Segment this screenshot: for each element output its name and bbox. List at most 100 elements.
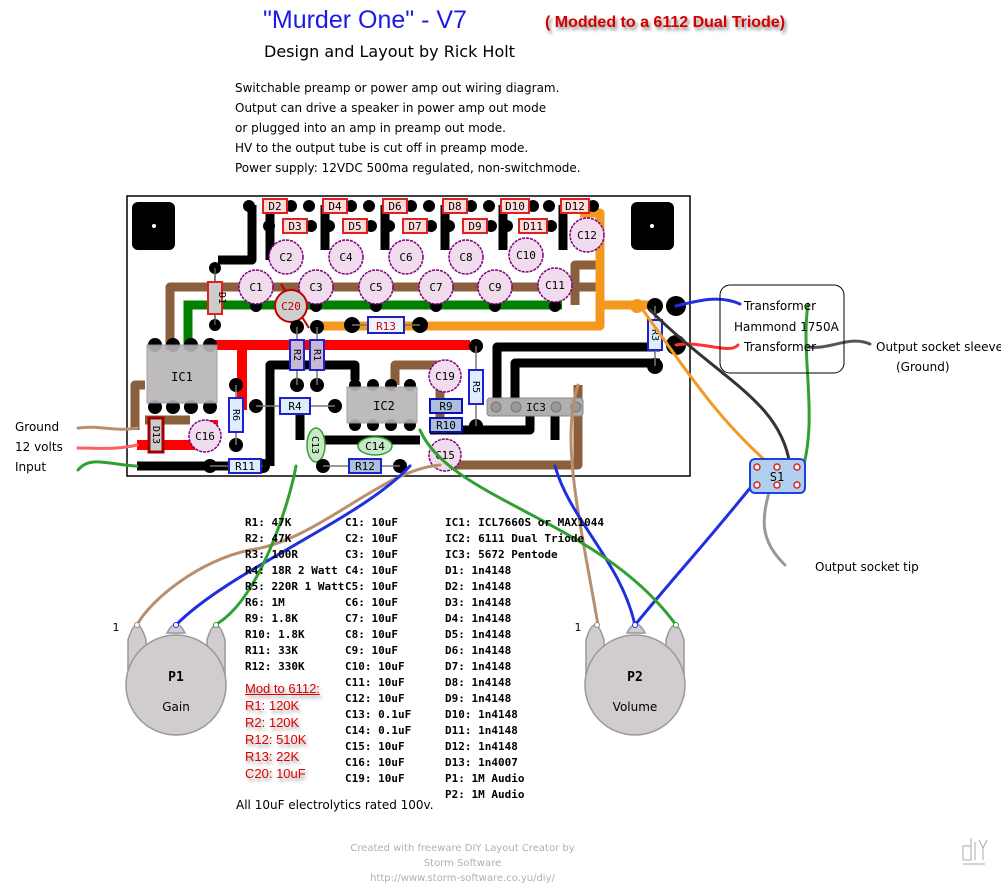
parts-resistors: R1: 47K R2: 47K R3: 100R R4: 18R 2 Watt … <box>245 515 344 675</box>
part-entry: IC3: 5672 Pentode <box>445 548 558 561</box>
part-entry: D6: 1n4148 <box>445 644 512 657</box>
part-entry: D3: 1n4148 <box>445 596 512 609</box>
transformer-box <box>719 284 845 374</box>
credit-url[interactable]: http://www.storm-software.co.yu/diy/ <box>370 873 555 884</box>
ic2: IC2 <box>346 379 418 431</box>
cap-label: C6 <box>399 251 412 264</box>
ic-label: IC2 <box>373 399 395 413</box>
part-entry: C7: 10uF <box>345 612 398 625</box>
resistor-label: R9 <box>439 400 452 413</box>
mod-entry: C20: 10uF <box>245 766 306 781</box>
cap-label: C1 <box>249 281 262 294</box>
credit-text: Created with freeware DIY Layout Creator… <box>350 843 575 869</box>
resistor-r6: R6 <box>228 378 244 452</box>
part-entry: R9: 1.8K <box>245 612 298 625</box>
part-entry: C6: 10uF <box>345 596 398 609</box>
resistors-r1-r2: R2 R1 <box>289 320 325 392</box>
diode-label: D2 <box>268 200 281 213</box>
part-entry: R4: 18R 2 Watt <box>245 564 338 577</box>
ic-label: IC1 <box>171 370 193 384</box>
transformer-primary-label: Transformer <box>744 299 817 313</box>
resistor-label: R4 <box>288 400 302 413</box>
resistor-r11: R11 <box>203 458 270 474</box>
part-entry: C9: 10uF <box>345 644 398 657</box>
cap-c14: C14 <box>357 436 393 456</box>
mod-note: ( Modded to a 6112 Dual Triode) <box>545 14 786 31</box>
part-entry: IC2: 6111 Dual Triode <box>445 532 585 545</box>
diode-label: D13 <box>150 426 161 444</box>
transformer-secondary-label: Transformer <box>744 340 817 354</box>
caps-upper: C2 C4 C6 C8 C10 C12 <box>268 217 605 275</box>
note-line: Power supply: 12VDC 500ma regulated, non… <box>235 161 581 175</box>
part-entry: C4: 10uF <box>345 564 398 577</box>
resistor-label: R3 <box>649 329 660 341</box>
note-line: Switchable preamp or power amp out wirin… <box>235 81 560 95</box>
cap-label: C4 <box>339 251 353 264</box>
diode-d13: D13 <box>147 416 165 454</box>
cap-label: C5 <box>369 281 382 294</box>
byline: Design and Layout by Rick Holt <box>264 42 515 61</box>
pot-p2[interactable]: P2 Volume 1 <box>575 621 686 736</box>
cap-label: C19 <box>435 370 455 383</box>
pot-function: Gain <box>162 700 190 714</box>
switch-s1[interactable]: S1 <box>749 458 806 494</box>
cap-label: C10 <box>516 249 536 262</box>
part-entry: D11: 1n4148 <box>445 724 518 737</box>
diode-label: D4 <box>328 200 342 213</box>
cap-label: C9 <box>488 281 501 294</box>
part-entry: R3: 100R <box>245 548 298 561</box>
pot-function: Volume <box>613 700 658 714</box>
electrolytic-note: All 10uF electrolytics rated 100v. <box>236 798 434 812</box>
part-entry: C10: 10uF <box>345 660 405 673</box>
diode-label: D12 <box>565 200 585 213</box>
cap-c16: C16 <box>188 419 222 453</box>
parts-capacitors: C1: 10uF C2: 10uF C3: 10uF C4: 10uF C5: … <box>345 515 411 787</box>
resistor-r12: R12 <box>316 458 407 474</box>
mod-entry: R13: 22K <box>245 749 300 764</box>
resistor-label: R6 <box>230 409 241 421</box>
part-entry: P2: 1M Audio <box>445 788 525 801</box>
footer-credit: Created with freeware DIY Layout Creator… <box>340 841 585 886</box>
pot-pin-number: 1 <box>575 621 582 634</box>
part-entry: D12: 1n4148 <box>445 740 518 753</box>
output-sleeve-label: Output socket sleeve <box>876 340 1001 354</box>
resistor-r13: R13 <box>344 316 428 334</box>
resistor-label: R12 <box>355 460 375 473</box>
part-entry: R6: 1M <box>245 596 285 609</box>
cap-label: C13 <box>309 436 320 454</box>
cap-c19: C19 <box>428 359 462 393</box>
diy-logo-icon <box>962 838 988 865</box>
mod-list: Mod to 6112: R1: 120K R2: 120K R12: 510K… <box>245 680 320 782</box>
mod-entry: R2: 120K <box>245 715 300 730</box>
pot-p1[interactable]: P1 Gain 1 <box>113 621 227 736</box>
part-entry: R12: 330K <box>245 660 305 673</box>
note-line: Output can drive a speaker in power amp … <box>235 101 547 115</box>
output-sleeve-ground: (Ground) <box>896 360 950 374</box>
part-entry: D9: 1n4148 <box>445 692 512 705</box>
resistor-label: R1 <box>311 349 322 361</box>
diode-label: D8 <box>448 200 461 213</box>
cap-c20: C20 <box>274 283 310 329</box>
ic-label: IC3 <box>526 401 546 414</box>
resistor-r5: R5 <box>468 339 484 433</box>
offboard-wires <box>76 297 872 627</box>
diode-label: D6 <box>388 200 401 213</box>
caps-lower: C1 C3 C5 C7 C9 C11 <box>238 267 573 312</box>
diode-label: D3 <box>288 220 301 233</box>
resistors-r9-r10: R9 R10 <box>429 398 463 433</box>
part-entry: R1: 47K <box>245 516 292 529</box>
part-entry: C14: 0.1uF <box>345 724 412 737</box>
cap-label: C11 <box>545 279 565 292</box>
mod-heading: Mod to 6112: <box>245 681 320 696</box>
resistor-label: R13 <box>376 320 396 333</box>
switch-label: S1 <box>770 470 784 484</box>
transformer-model: Hammond 1750A <box>734 320 839 334</box>
ic3: IC3 <box>486 397 584 417</box>
resistor-label: R10 <box>436 419 456 432</box>
part-entry: D8: 1n4148 <box>445 676 512 689</box>
part-entry: C16: 10uF <box>345 756 405 769</box>
part-entry: D10: 1n4148 <box>445 708 518 721</box>
part-entry: C5: 10uF <box>345 580 398 593</box>
part-entry: D1: 1n4148 <box>445 564 512 577</box>
